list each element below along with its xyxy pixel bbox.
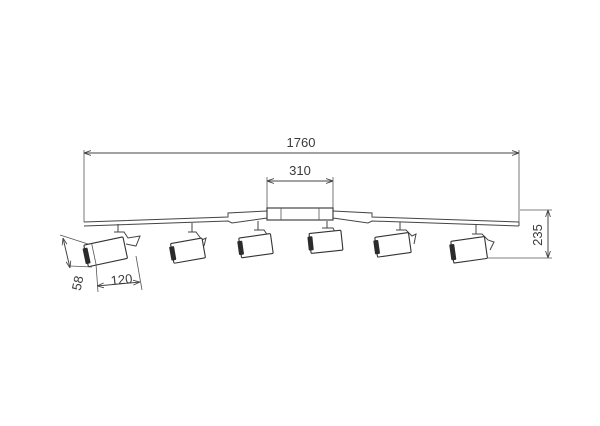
height-dimension: 235 <box>488 209 552 259</box>
spotlight-3 <box>237 221 274 259</box>
head-diameter-dimension: 58 <box>59 234 93 292</box>
overall-width-dimension: 1760 <box>83 135 520 222</box>
spotlight-4 <box>307 221 344 254</box>
spotlight-2 <box>169 223 207 264</box>
spotlight-1 <box>82 224 141 268</box>
head-length-label: 120 <box>110 271 133 288</box>
canopy-width-dimension: 310 <box>266 163 334 210</box>
spotlight-6 <box>449 225 495 264</box>
overall-width-label: 1760 <box>287 135 316 150</box>
head-length-dimension: 120 <box>95 255 143 293</box>
height-label: 235 <box>530 224 545 246</box>
ceiling-canopy <box>266 207 334 221</box>
head-diameter-label: 58 <box>69 274 87 291</box>
spotlight-5 <box>373 222 417 258</box>
canopy-width-label: 310 <box>289 163 311 178</box>
rail-bar <box>83 210 520 227</box>
